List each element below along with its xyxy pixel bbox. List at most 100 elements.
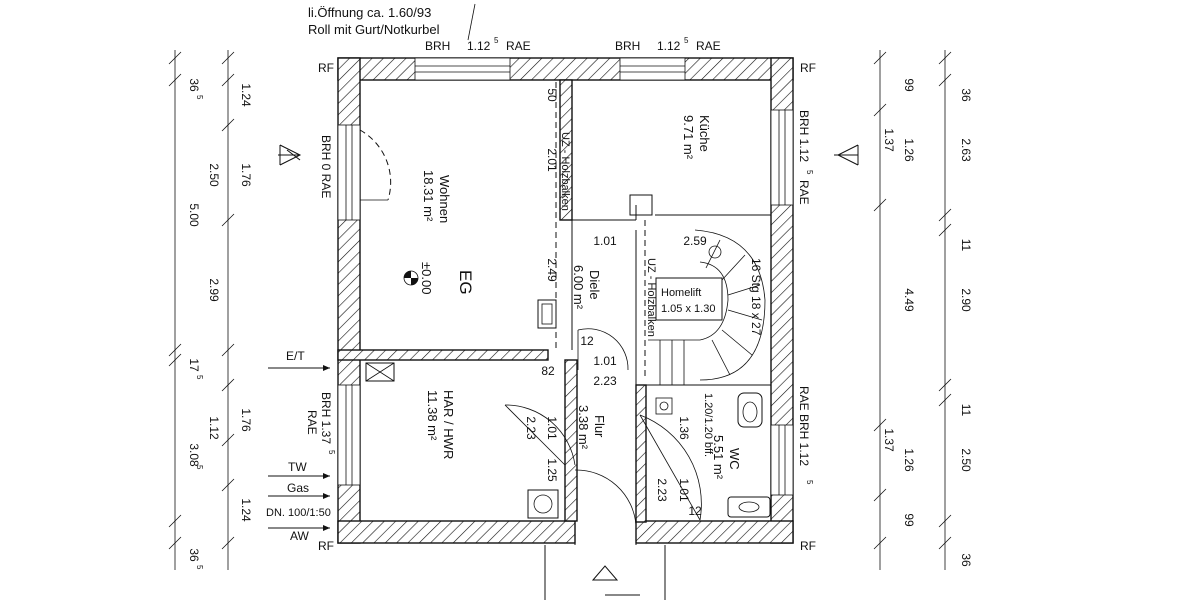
interior-dimension: 2.23 bbox=[524, 416, 538, 440]
room-flur: Flur 3.38 m² bbox=[576, 405, 607, 450]
floor-name: EG bbox=[456, 270, 475, 295]
et-label: E/T bbox=[286, 349, 305, 363]
dimension-tick bbox=[221, 73, 235, 87]
dimension-tick bbox=[873, 418, 887, 432]
right-outer-dim: 2.50 bbox=[959, 448, 973, 472]
left-outer-dim: 17 5 bbox=[187, 358, 204, 380]
dimension-value: 36 bbox=[959, 88, 973, 102]
label-text: RAE bbox=[305, 410, 319, 435]
room-area: 6.00 m² bbox=[571, 265, 586, 310]
dimension-value: 1.76 bbox=[239, 163, 253, 187]
left-upper-window-label: BRH 0 RAE bbox=[319, 135, 333, 198]
interior-lines bbox=[278, 82, 859, 600]
interior-dimension: 1.01 bbox=[677, 478, 691, 502]
brh-top-right-sup: 5 bbox=[684, 36, 689, 45]
label-sup: 5 bbox=[327, 450, 336, 455]
room-name: Diele bbox=[587, 270, 602, 300]
dimension-tick bbox=[873, 198, 887, 212]
dimension-value: 99 bbox=[902, 78, 916, 92]
label-text: BRH 1.37 bbox=[319, 392, 333, 444]
label-sup: 5 bbox=[805, 170, 814, 175]
dimension-superscript: 5 bbox=[195, 565, 204, 570]
dimension-tick bbox=[938, 208, 952, 222]
right-inner-dim: 99 bbox=[902, 513, 916, 527]
room-area: 9.71 m² bbox=[681, 115, 696, 160]
interior-dimension: 1.01 bbox=[593, 354, 617, 368]
beam-text: UZ - Holzbalken bbox=[645, 258, 657, 337]
dimension-value: 3.08 bbox=[187, 443, 201, 467]
dimension-tick bbox=[168, 51, 182, 65]
right-lower-window-label: RAE BRH 1.12 5 bbox=[797, 386, 814, 485]
aw-label: AW bbox=[290, 529, 310, 543]
dimension-tick bbox=[168, 343, 182, 357]
interior-dimension: 1.20/1.20 bff. bbox=[702, 393, 714, 457]
dimension-value: 2.99 bbox=[207, 278, 221, 302]
left-inner-dim: 1.24 bbox=[239, 498, 253, 522]
dimension-superscript: 5 bbox=[195, 375, 204, 380]
brh-top-left: BRH bbox=[425, 39, 450, 53]
right-inner-dim: 1.37 bbox=[882, 428, 896, 452]
stair-text: 16 Stg 18 x 27 bbox=[749, 258, 763, 336]
rf-label-tr: RF bbox=[800, 61, 816, 75]
interior-dimension: 1.01 bbox=[593, 234, 617, 248]
interior-dimension: 2.23 bbox=[655, 478, 669, 502]
dimension-value: 99 bbox=[902, 513, 916, 527]
right-inner-dim: 99 bbox=[902, 78, 916, 92]
dimension-lines bbox=[174, 50, 946, 570]
left-lower-window-label: BRH 1.37 5 bbox=[319, 392, 336, 455]
dimension-tick bbox=[938, 514, 952, 528]
dimension-tick bbox=[873, 51, 887, 65]
right-inner-dim: 1.37 bbox=[882, 128, 896, 152]
dimension-tick bbox=[873, 536, 887, 550]
left-inner-dim: 2.50 bbox=[207, 163, 221, 187]
room-area: 5.51 m² bbox=[711, 435, 726, 480]
label-text: RAE BRH 1.12 bbox=[797, 386, 811, 466]
note-leader bbox=[467, 3, 476, 41]
homelift-name: Homelift bbox=[661, 287, 701, 299]
brh-top-right: BRH bbox=[615, 39, 640, 53]
interior-dimension: 1.01 bbox=[545, 416, 559, 440]
interior-dimension: 2.23 bbox=[593, 374, 617, 388]
beam-text: UZ - Holzbalken bbox=[559, 132, 571, 211]
room-wohnen: Wohnen 18.31 m² bbox=[421, 170, 452, 223]
rf-label-tl: RF bbox=[318, 61, 334, 75]
dimension-value: 1.12 bbox=[207, 416, 221, 440]
rf-label-bl: RF bbox=[318, 539, 334, 553]
dimension-value: 11 bbox=[959, 404, 973, 417]
dimension-value: 36 bbox=[187, 548, 201, 562]
left-outer-dim: 365 bbox=[187, 78, 204, 100]
dimension-value: 1.76 bbox=[239, 408, 253, 432]
right-outer-dim: 2.90 bbox=[959, 288, 973, 312]
interior-dimension: 50 bbox=[545, 88, 559, 102]
beam-label-2: UZ - Holzbalken bbox=[645, 258, 657, 337]
interior-dimension: 12 bbox=[580, 334, 594, 348]
room-har-hwr: HAR / HWR 11.38 m² bbox=[425, 390, 456, 459]
right-outer-dim: 36 bbox=[959, 553, 973, 567]
dimension-value: 17 bbox=[187, 358, 201, 372]
room-diele: Diele 6.00 m² bbox=[571, 265, 602, 310]
right-outer-dim: 11 bbox=[959, 404, 973, 417]
label-sup: 5 bbox=[805, 480, 814, 485]
utilities: E/T TW Gas DN. 100/1:50 AW bbox=[266, 349, 331, 543]
right-inner-dim: 1.26 bbox=[902, 138, 916, 162]
room-name: Wohnen bbox=[437, 175, 452, 223]
room-name: Küche bbox=[697, 115, 712, 152]
dimension-tick bbox=[221, 433, 235, 447]
label-text: BRH 0 RAE bbox=[319, 135, 333, 198]
dimension-tick bbox=[938, 536, 952, 550]
dimension-value: 1.24 bbox=[239, 498, 253, 522]
dimension-tick bbox=[221, 118, 235, 132]
dimension-tick bbox=[168, 73, 182, 87]
window-note-line2: Roll mit Gurt/Notkurbel bbox=[308, 22, 440, 37]
label-text: BRH 1.12 bbox=[797, 110, 811, 162]
right-upper-window-label: BRH 1.12 5 RAE bbox=[797, 110, 814, 205]
interior-dimension: 12 bbox=[688, 504, 702, 518]
dimension-tick bbox=[221, 378, 235, 392]
brh-top-right-val: 1.12 bbox=[657, 39, 681, 53]
interior-dimension: 2.59 bbox=[683, 234, 707, 248]
dimension-tick bbox=[221, 213, 235, 227]
